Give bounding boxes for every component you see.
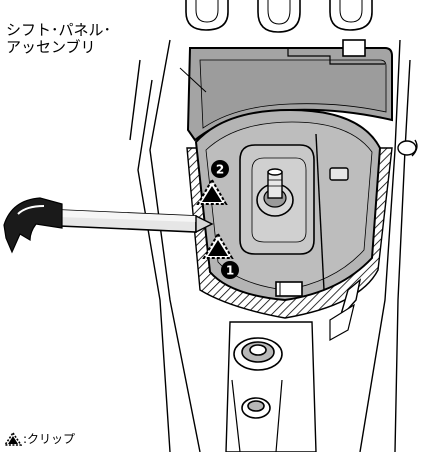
panel-inner-face	[199, 59, 387, 129]
indicator-slot	[329, 167, 349, 181]
trim-piece	[329, 303, 355, 342]
screw-boss	[397, 140, 417, 156]
step-badge-1: 1	[221, 261, 239, 279]
clip-legend-icon	[4, 431, 22, 446]
panel-top-tab	[342, 39, 366, 57]
step-badge-2: 2	[211, 160, 229, 178]
shift-lever	[256, 168, 294, 217]
legend-label: :クリップ	[23, 432, 76, 446]
clip-marker-lower	[202, 232, 234, 259]
panel-top-step	[287, 48, 385, 65]
top-cup-holders	[185, 0, 373, 33]
lower-console	[225, 321, 317, 452]
legend: :クリップ	[4, 430, 75, 447]
step-number-2: 2	[216, 163, 224, 177]
shift-panel-callout-label: シフト･パネル･ アッセンブリ	[6, 22, 111, 56]
callout-line-2: アッセンブリ	[6, 38, 96, 56]
clip-marker-upper	[196, 178, 228, 205]
panel-seam	[315, 133, 325, 291]
trim-removal-tool	[3, 197, 214, 254]
callout-line-1: シフト･パネル･	[6, 21, 112, 39]
trim-tab-right	[339, 278, 362, 319]
callout-leader-line	[179, 67, 207, 93]
step-number-1: 1	[226, 264, 234, 278]
bottom-clip-slot	[275, 281, 303, 297]
